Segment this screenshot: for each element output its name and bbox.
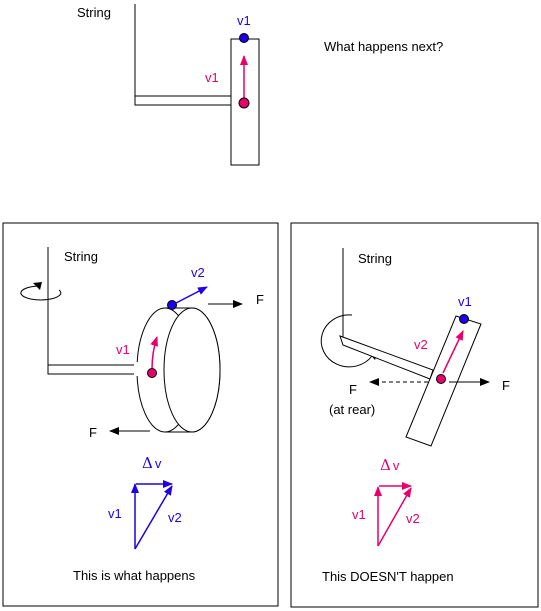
right-pink-point — [436, 374, 446, 384]
right-blue-point — [459, 314, 469, 324]
left-force-right-label: F — [256, 292, 264, 307]
question-text: What happens next? — [324, 39, 443, 54]
right-delta-v: v — [393, 458, 400, 473]
right-v2-arrow — [442, 330, 464, 374]
top-string-label: String — [77, 5, 111, 20]
left-v1-label: v1 — [116, 342, 130, 357]
top-pink-point — [238, 97, 250, 109]
right-force-left-label: F — [349, 382, 357, 397]
left-horizontal-rod — [47, 364, 139, 375]
left-v2-label: v2 — [191, 265, 205, 280]
right-force-rear-note: (at rear) — [329, 402, 375, 417]
left-force-left-label: F — [89, 425, 97, 440]
top-v1-pink-label: v1 — [205, 70, 219, 85]
left-v2-arrow — [175, 286, 208, 304]
right-rotation-arc-icon — [320, 314, 373, 368]
right-panel-frame — [290, 222, 539, 608]
top-diagram: String v1 v1 What happens next? — [77, 4, 443, 166]
rotation-arrow-icon — [20, 285, 62, 301]
top-v1-blue-label: v1 — [237, 13, 251, 28]
top-horizontal-rod — [134, 95, 232, 106]
right-caption: This DOESN'T happen — [322, 569, 454, 584]
right-vec-v2-label: v2 — [406, 511, 420, 526]
right-v2-label: v2 — [414, 337, 428, 352]
top-blue-point — [239, 33, 249, 43]
left-vec-v2-label: v2 — [168, 510, 182, 525]
left-v1-arrow — [150, 336, 158, 370]
left-vec-v1-label: v1 — [108, 506, 122, 521]
left-caption: This is what happens — [73, 568, 196, 583]
right-vec-v1-label: v1 — [352, 507, 366, 522]
left-vec-v2-arrow — [134, 485, 173, 550]
left-string-label: String — [64, 249, 98, 264]
left-delta-v: v — [155, 456, 162, 471]
left-pink-point — [147, 368, 157, 378]
left-blue-point — [167, 300, 177, 310]
left-panel-frame — [2, 222, 279, 607]
left-delta-symbol: Δ — [142, 454, 153, 472]
right-v1-label: v1 — [458, 294, 472, 309]
right-vec-v2-arrow — [377, 487, 412, 547]
right-string-label: String — [358, 251, 392, 266]
disk-rear-face — [163, 307, 221, 433]
right-force-right-label: F — [502, 378, 510, 393]
rotation-arrowhead-icon — [33, 282, 42, 290]
right-delta-symbol: Δ — [380, 456, 391, 474]
